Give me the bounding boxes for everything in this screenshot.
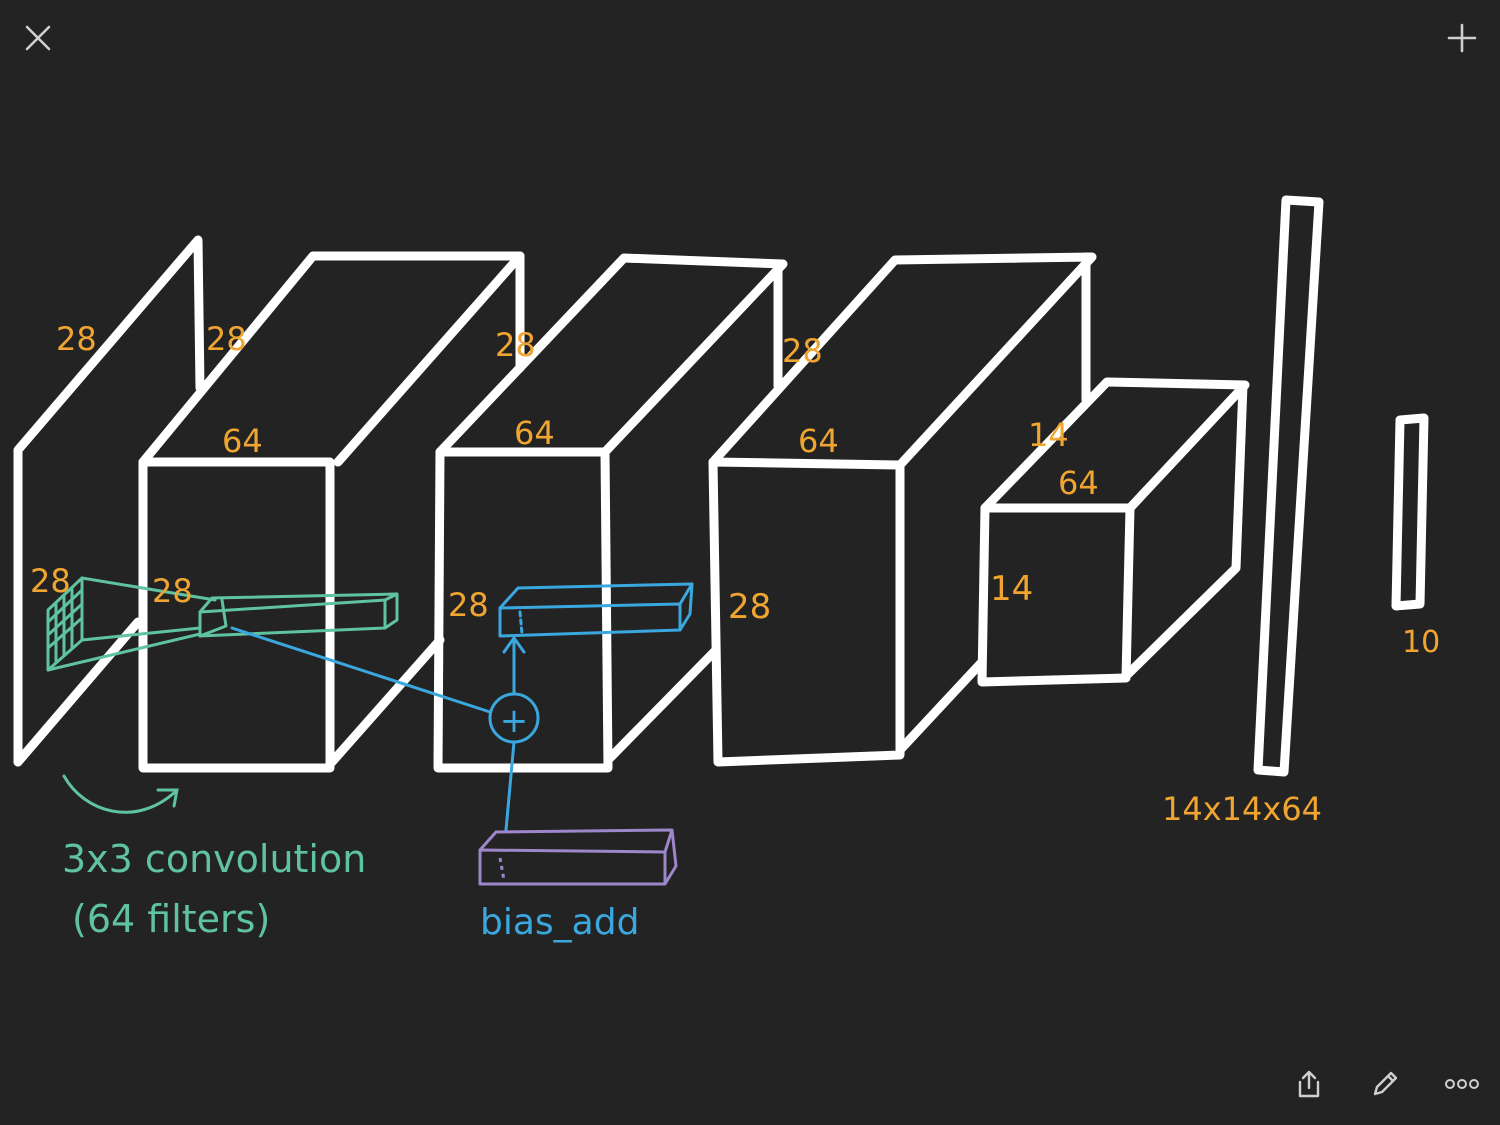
convolution-label: 3x3 convolution	[62, 837, 366, 881]
pen-icon	[1373, 1071, 1398, 1096]
bias-add-operator: +	[500, 701, 529, 741]
label-block1-width: 64	[222, 422, 263, 460]
feature-map-block-2	[433, 253, 788, 773]
label-block1-depth: 28	[206, 320, 247, 358]
label-block3-depth: 28	[782, 332, 823, 370]
label-block3-height: 28	[728, 587, 771, 627]
label-block2-depth: 28	[495, 326, 536, 364]
feature-map-block-4	[977, 377, 1250, 687]
label-block2-height: 28	[448, 586, 489, 624]
label-flatten-size: 14x14x64	[1162, 790, 1322, 828]
close-button[interactable]	[16, 16, 60, 60]
label-block2-width: 64	[514, 414, 555, 452]
label-input-depth: 28	[56, 320, 97, 358]
share-button[interactable]	[1287, 1062, 1331, 1106]
flatten-bar	[1253, 195, 1324, 777]
label-block3-width: 64	[798, 422, 839, 460]
share-icon	[1298, 1070, 1320, 1098]
label-block1-height: 28	[152, 572, 193, 610]
label-block4-height: 14	[990, 569, 1033, 609]
bias-add-path	[230, 582, 694, 832]
more-button[interactable]	[1440, 1062, 1484, 1106]
convolution-arrow	[62, 774, 179, 814]
more-icon	[1445, 1079, 1479, 1089]
pen-button[interactable]	[1363, 1062, 1407, 1106]
bias-add-label: bias_add	[480, 902, 639, 943]
close-icon	[25, 25, 51, 51]
plus-icon	[1447, 23, 1477, 53]
label-block4-depth: 14	[1028, 416, 1069, 454]
feature-map-block-3	[708, 252, 1097, 767]
add-button[interactable]	[1440, 16, 1484, 60]
bias-vector-block	[478, 828, 678, 886]
convolution-kernel	[46, 576, 399, 672]
label-output-size: 10	[1402, 625, 1440, 660]
feature-map-block-1	[138, 251, 525, 773]
input-plane	[13, 235, 205, 767]
label-input-height: 28	[30, 562, 71, 600]
output-bar	[1391, 413, 1429, 611]
label-block4-width: 64	[1058, 464, 1099, 502]
filters-label: (64 filters)	[72, 897, 270, 941]
